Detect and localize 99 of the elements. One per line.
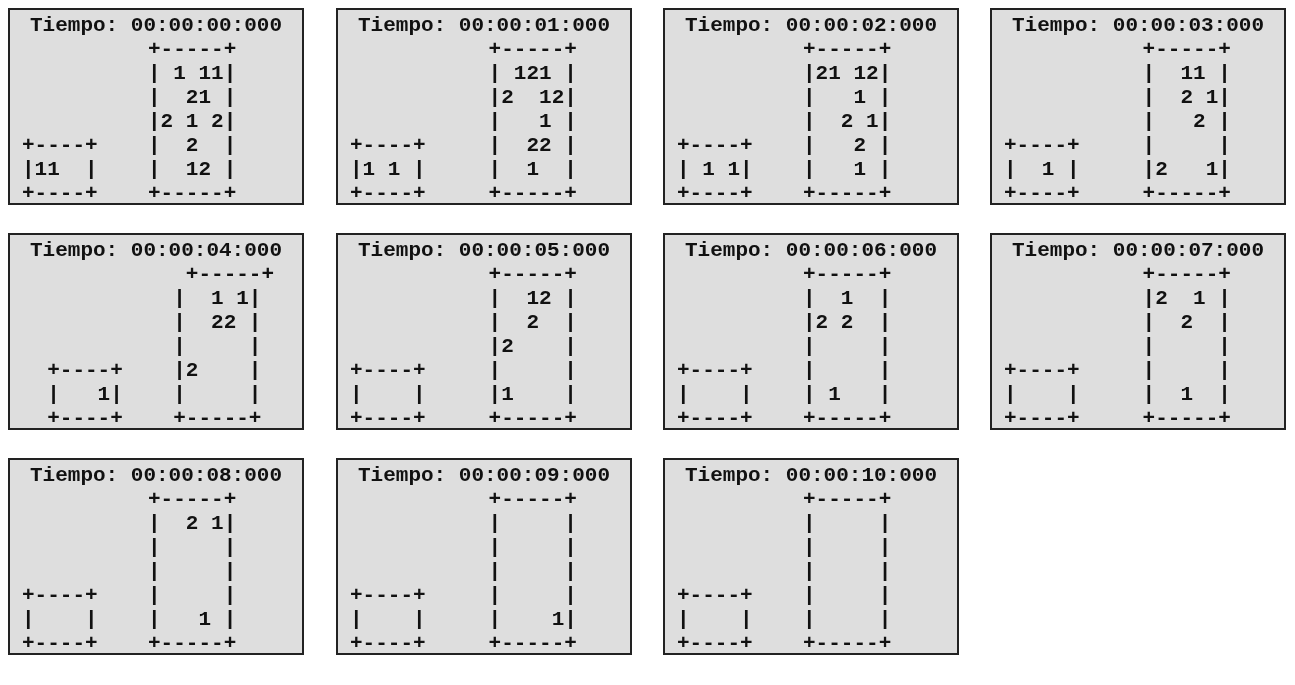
ascii-art-line: | | | | [677, 608, 892, 632]
frame-panel [8, 8, 304, 205]
ascii-art-line: | | [802, 335, 892, 359]
ascii-art-line: +-----+ [487, 38, 577, 62]
timestamp-label: Tiempo: 00:00:01:000 [357, 14, 610, 38]
frame-panel [8, 233, 304, 430]
ascii-art-line: | | [802, 560, 892, 584]
frame-panel [336, 458, 632, 655]
frame-panel [663, 8, 959, 205]
ascii-art-line: | 121 | [487, 62, 577, 86]
ascii-art-line: +----+ +-----+ [677, 182, 892, 206]
ascii-art-line: |2 1 | [1141, 287, 1231, 311]
ascii-art-line: +----+ +-----+ [677, 407, 892, 431]
timestamp-label: Tiempo: 00:00:03:000 [1011, 14, 1264, 38]
ascii-art-line: +-----+ [487, 488, 577, 512]
ascii-art-line: +----+ | | [22, 584, 237, 608]
timestamp-label: Tiempo: 00:00:10:000 [684, 464, 937, 488]
ascii-art-line: +----+ +-----+ [1004, 182, 1231, 206]
ascii-art-line: | 1 | [487, 110, 577, 134]
ascii-art-line: | | [487, 536, 577, 560]
ascii-art-line: +-----+ [802, 488, 892, 512]
ascii-art-line: | 1 11| [147, 62, 237, 86]
ascii-art-line: |21 12| [802, 62, 892, 86]
ascii-art-line: +-----+ [1141, 38, 1231, 62]
ascii-art-line: +----+ | | [677, 584, 892, 608]
timestamp-label: Tiempo: 00:00:09:000 [357, 464, 610, 488]
ascii-art-line: | 2 1| [147, 512, 237, 536]
ascii-art-line: +----+ +-----+ [22, 632, 237, 656]
ascii-art-line: | 22 | [172, 311, 262, 335]
ascii-art-line: +----+ | | [1004, 134, 1231, 158]
timestamp-label: Tiempo: 00:00:08:000 [29, 464, 282, 488]
timestamp-label: Tiempo: 00:00:07:000 [1011, 239, 1264, 263]
ascii-art-line: | 11 | [1141, 62, 1231, 86]
ascii-art-line: | 1 | |2 1| [1004, 158, 1231, 182]
ascii-art-line: | | [487, 512, 577, 536]
frame-panel [663, 233, 959, 430]
frame-panel [990, 8, 1286, 205]
ascii-art-line: +----+ | | [350, 584, 577, 608]
timestamp-label: Tiempo: 00:00:05:000 [357, 239, 610, 263]
ascii-art-line: +-----+ [802, 263, 892, 287]
ascii-art-line: | 1 1| | 1 | [677, 158, 892, 182]
ascii-art-line: | 2 | [487, 311, 577, 335]
ascii-art-line: |11 | | 12 | [22, 158, 237, 182]
ascii-art-line: | | | 1| [350, 608, 577, 632]
frame-panel [336, 8, 632, 205]
ascii-art-line: +----+ +-----+ [1004, 407, 1231, 431]
ascii-art-line: | 2 1| [802, 110, 892, 134]
ascii-art-line: |2 2 | [802, 311, 892, 335]
ascii-art-line: | 1 1| [172, 287, 262, 311]
ascii-art-line: |2 | [487, 335, 577, 359]
ascii-art-line: | | | 1 | [677, 383, 892, 407]
ascii-art-line: +-----+ [487, 263, 577, 287]
ascii-art-line: | 1 | [802, 86, 892, 110]
ascii-art-line: | | [802, 536, 892, 560]
timestamp-label: Tiempo: 00:00:06:000 [684, 239, 937, 263]
ascii-art-line: +-----+ [147, 488, 237, 512]
ascii-art-line: +----+ | 22 | [350, 134, 577, 158]
ascii-art-line: | 1| | | [46, 383, 262, 407]
ascii-art-line: | 2 1| [1141, 86, 1231, 110]
timestamp-label: Tiempo: 00:00:04:000 [29, 239, 282, 263]
ascii-art-line: +----+ | | [350, 359, 577, 383]
ascii-art-line: +-----+ [147, 38, 237, 62]
ascii-art-line: +----+ | | [677, 359, 892, 383]
ascii-art-line: +----+ +-----+ [46, 407, 262, 431]
ascii-art-line: | | [1141, 335, 1231, 359]
ascii-art-line: +-----+ [184, 263, 275, 287]
ascii-art-line: +----+ +-----+ [350, 407, 577, 431]
ascii-art-line: +-----+ [802, 38, 892, 62]
ascii-art-line: | 1 | [802, 287, 892, 311]
timestamp-label: Tiempo: 00:00:00:000 [29, 14, 282, 38]
ascii-art-line: +----+ +-----+ [350, 632, 577, 656]
ascii-art-line: +----+ +-----+ [350, 182, 577, 206]
ascii-art-line: |2 1 2| [147, 110, 237, 134]
ascii-art-line: +----+ +-----+ [22, 182, 237, 206]
ascii-art-line: | 21 | [147, 86, 237, 110]
ascii-art-line: +----+ | 2 | [22, 134, 237, 158]
ascii-art-line: | | [487, 560, 577, 584]
ascii-art-line: +----+ | | [1004, 359, 1231, 383]
frame-panel [990, 233, 1286, 430]
ascii-art-line: | | [147, 536, 237, 560]
frame-panel [336, 233, 632, 430]
ascii-art-line: |2 12| [487, 86, 577, 110]
ascii-art-line: | | | 1 | [22, 608, 237, 632]
ascii-art-line: +----+ |2 | [46, 359, 262, 383]
ascii-art-line: | 2 | [1141, 110, 1231, 134]
ascii-art-line: | | | 1 | [1004, 383, 1231, 407]
ascii-art-line: +-----+ [1141, 263, 1231, 287]
ascii-art-line: | | [147, 560, 237, 584]
ascii-art-line: |1 1 | | 1 | [350, 158, 577, 182]
timestamp-label: Tiempo: 00:00:02:000 [684, 14, 937, 38]
frame-panel [663, 458, 959, 655]
ascii-art-line: | | [802, 512, 892, 536]
ascii-art-line: | 12 | [487, 287, 577, 311]
ascii-art-line: +----+ | 2 | [677, 134, 892, 158]
ascii-art-line: | | [172, 335, 262, 359]
ascii-art-line: +----+ +-----+ [677, 632, 892, 656]
ascii-art-line: | 2 | [1141, 311, 1231, 335]
frame-panel [8, 458, 304, 655]
ascii-art-line: | | |1 | [350, 383, 577, 407]
